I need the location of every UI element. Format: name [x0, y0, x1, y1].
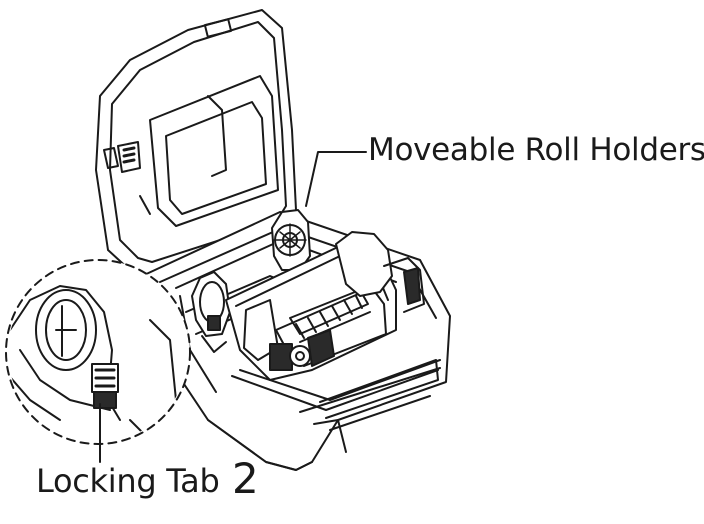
roll-holders-label: Moveable Roll Holders [368, 132, 704, 168]
roll-holders-leader [306, 152, 366, 206]
ribbon-arms [244, 232, 424, 370]
roll-holder-left [192, 272, 230, 352]
tear-bar [232, 360, 440, 410]
roll-holder-right [272, 210, 310, 270]
locking-tab-label: Locking Tab [36, 462, 220, 500]
locking-tab-inset [4, 260, 190, 444]
step-number: 2 [232, 454, 259, 503]
lid-latch [118, 142, 140, 172]
